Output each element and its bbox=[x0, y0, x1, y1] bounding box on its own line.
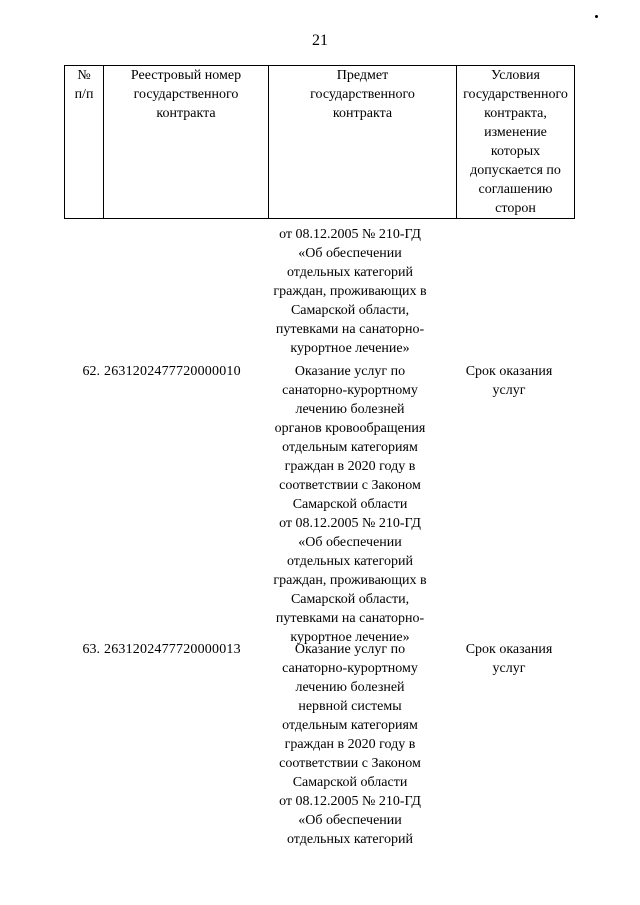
header-subject-label: Предмет государственного контракта bbox=[310, 68, 415, 121]
header-cell-conditions: Условия государственного контракта, изме… bbox=[456, 65, 575, 219]
header-cell-number: № п/п bbox=[64, 65, 104, 219]
contracts-table-header: № п/п Реестровый номер государственного … bbox=[64, 65, 575, 219]
header-cell-registry: Реестровый номер государственного контра… bbox=[103, 65, 269, 219]
header-registry-label: Реестровый номер государственного контра… bbox=[130, 68, 242, 121]
contract-conditions: Срок оказания услуг bbox=[465, 364, 553, 398]
header-number-label: № п/п bbox=[74, 68, 94, 102]
table-header-row: № п/п Реестровый номер государственного … bbox=[64, 65, 575, 219]
contract-subject: Оказание услуг по санаторно-курортному л… bbox=[279, 642, 421, 847]
registry-number: 2631202477720000010 bbox=[104, 364, 241, 379]
header-conditions-label: Условия государственного контракта, изме… bbox=[463, 68, 568, 216]
registry-number: 2631202477720000013 bbox=[104, 642, 241, 657]
continuation-subject: от 08.12.2005 № 210-ГД «Об обеспечении о… bbox=[273, 227, 427, 356]
row-number: 62. bbox=[82, 364, 101, 379]
contract-subject: Оказание услуг по санаторно-курортному л… bbox=[273, 364, 427, 645]
scan-mark bbox=[595, 15, 598, 18]
page-number: 21 bbox=[312, 32, 328, 49]
contract-conditions: Срок оказания услуг bbox=[465, 642, 553, 676]
header-cell-subject: Предмет государственного контракта bbox=[268, 65, 457, 219]
row-number: 63. bbox=[82, 642, 101, 657]
